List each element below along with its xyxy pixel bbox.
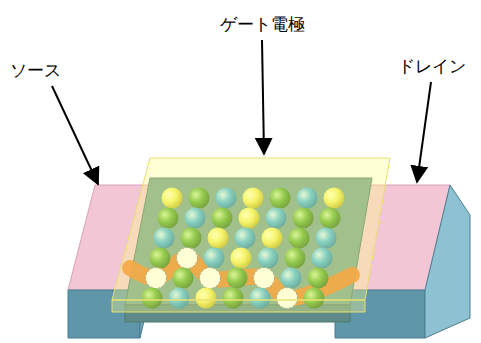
gate-electrode	[112, 158, 390, 312]
leader-arrow	[417, 82, 431, 182]
leader-arrow	[52, 86, 98, 184]
part-label: ドレイン	[398, 56, 466, 76]
part-label: ソース	[10, 60, 61, 80]
part-label: ゲート電極	[220, 14, 305, 34]
leader-arrow	[262, 40, 264, 154]
